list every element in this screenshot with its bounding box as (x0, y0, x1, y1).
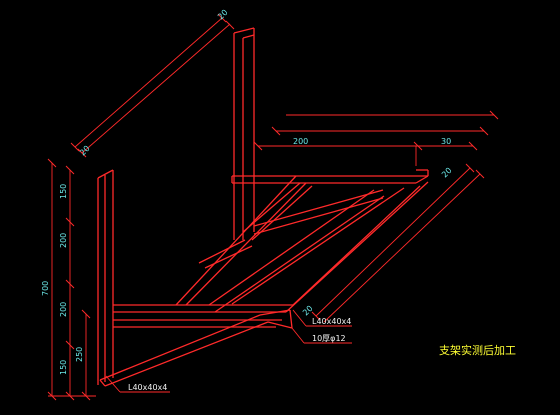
dim-150-bottom-label: 150 (59, 360, 68, 375)
dim-top-diag-label: 20 (216, 8, 230, 22)
back-upright (233, 27, 255, 240)
angle-label-bottom: L40x40x4 (128, 383, 167, 392)
lower-brace (99, 309, 293, 387)
fabrication-note: 支架实测后加工 (439, 343, 516, 357)
dim-bottom-diag-label: 20 (301, 304, 315, 318)
angle-label-top: L40x40x4 (312, 317, 351, 326)
dim-200-a-label: 200 (59, 233, 68, 248)
dim-200-label: 200 (293, 137, 308, 146)
bolt-label: 10厚φ12 (312, 334, 346, 343)
dim-30-label: 30 (441, 137, 451, 146)
leaders (105, 309, 352, 393)
lower-arm (113, 304, 293, 328)
dim-150-top-label: 150 (59, 184, 68, 199)
upper-arm (231, 169, 429, 184)
front-upright (97, 169, 114, 385)
dim-right-diag-label: 20 (440, 166, 454, 180)
top-diagonal-edge (70, 13, 235, 158)
horizontal-dims (253, 110, 499, 166)
dim-200-b-label: 200 (59, 302, 68, 317)
dim-700-label: 700 (41, 281, 50, 296)
vertical-dims (47, 158, 96, 401)
dim-250-label: 250 (75, 347, 84, 362)
upper-brace (242, 182, 384, 241)
right-diagonal-dims (311, 163, 485, 323)
long-diagonals (175, 175, 429, 313)
